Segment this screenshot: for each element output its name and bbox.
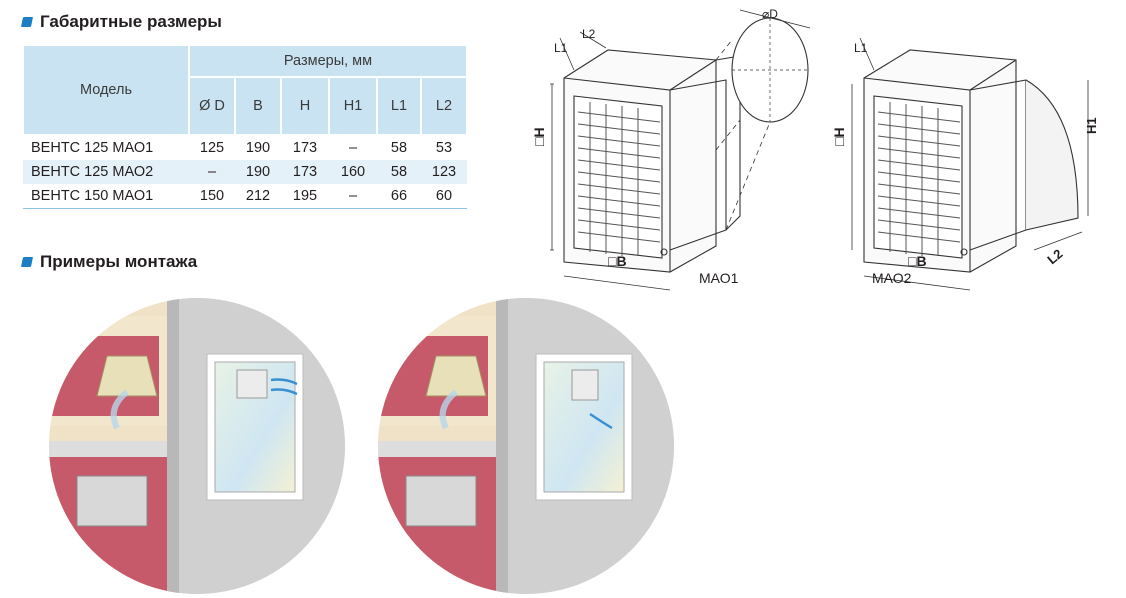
cell: 173 <box>292 140 318 156</box>
caption-mao1: МАО1 <box>699 270 739 286</box>
col-header-l1: L1 <box>376 76 422 136</box>
cell: 190 <box>235 160 281 184</box>
row-model: ВЕНТС 125 МАО2 <box>23 160 189 184</box>
model-header: Модель <box>22 44 190 136</box>
mao1-label-b: □B <box>608 253 627 269</box>
drawing-mao1 <box>550 9 811 291</box>
dimensions-group-header: Размеры, мм <box>188 44 468 78</box>
table-row: ВЕНТС 125 МАО1 125 190 173 – 58 53 <box>23 135 467 160</box>
row-model: ВЕНТС 125 МАО1 <box>31 140 154 156</box>
bullet-icon <box>20 257 34 267</box>
cell: – <box>329 184 377 209</box>
cell: 123 <box>421 160 467 184</box>
col-header-h1: H1 <box>328 76 378 136</box>
cell: 195 <box>281 184 329 209</box>
mount-example-1 <box>49 298 345 594</box>
col-header-h: H <box>280 76 330 136</box>
cell: 150 <box>189 184 235 209</box>
cell: – <box>348 140 358 156</box>
sizes-heading: Габаритные размеры <box>20 12 222 32</box>
mao1-label-l1: L1 <box>554 41 568 55</box>
cell: 58 <box>390 140 408 156</box>
table-row: ВЕНТС 150 МАО1 150 212 195 – 66 60 <box>23 184 467 209</box>
cell: 125 <box>199 140 225 156</box>
cell: – <box>189 160 235 184</box>
mao2-label-h1: H1 <box>1084 117 1099 134</box>
cell: 190 <box>245 140 271 156</box>
sizes-heading-text: Габаритные размеры <box>40 12 222 31</box>
mao2-label-b: □B <box>908 253 927 269</box>
cell: 58 <box>377 160 421 184</box>
table-row: ВЕНТС 125 МАО2 – 190 173 160 58 123 <box>23 160 467 184</box>
cell: 66 <box>377 184 421 209</box>
cell: 53 <box>435 140 453 156</box>
mao1-label-h: □H <box>531 127 547 146</box>
mao1-label-d: ⌀D <box>762 7 778 21</box>
row-model: ВЕНТС 150 МАО1 <box>23 184 189 209</box>
fan-drawings: □H □B L1 L2 ⌀D □H □B L1 H1 L2 <box>531 7 1099 291</box>
drawing-mao2 <box>851 37 1089 291</box>
cell: 160 <box>329 160 377 184</box>
col-header-l2: L2 <box>420 76 468 136</box>
mao1-label-l2: L2 <box>582 27 596 41</box>
bullet-icon <box>20 17 34 27</box>
mount-heading-text: Примеры монтажа <box>40 252 198 271</box>
col-header-d: Ø D <box>188 76 236 136</box>
cell: 173 <box>281 160 329 184</box>
mount-heading: Примеры монтажа <box>20 252 198 272</box>
dimensions-table: Модель Размеры, мм Ø D B H H1 L1 L2 ВЕНТ… <box>22 44 468 209</box>
cell: 60 <box>421 184 467 209</box>
mao2-label-l1: L1 <box>854 41 868 55</box>
mao2-label-l2: L2 <box>1044 246 1065 267</box>
mount-example-2 <box>378 298 674 594</box>
col-header-b: B <box>234 76 282 136</box>
mao2-label-h: □H <box>831 127 847 146</box>
cell: 212 <box>235 184 281 209</box>
caption-mao2: МАО2 <box>872 270 912 286</box>
